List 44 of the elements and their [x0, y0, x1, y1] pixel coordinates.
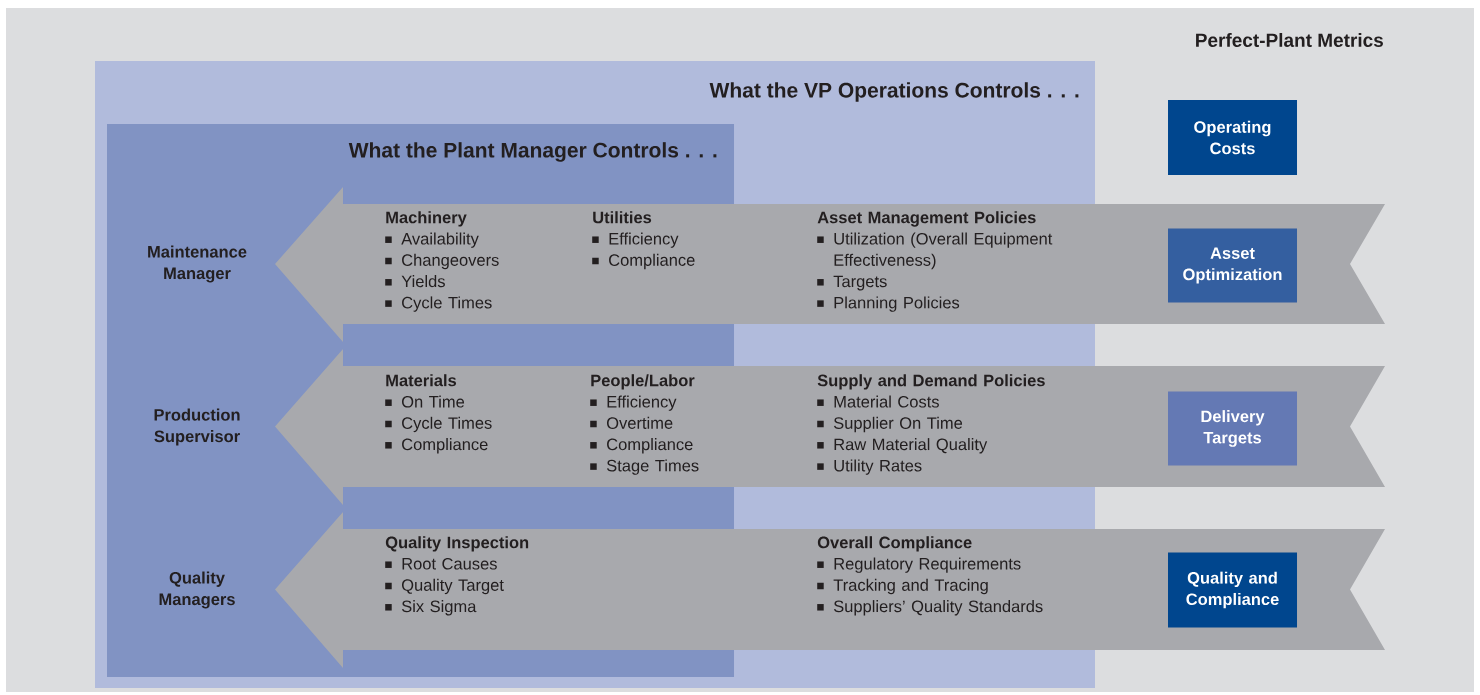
list-item: Material Costs [817, 395, 939, 408]
list-item: Utilization (Overall Equipment Effectiveness) [817, 232, 1053, 270]
list-item: Raw Material Quality [817, 438, 988, 454]
list-item: Supplier On Time [817, 416, 963, 433]
list-item: Overtime [590, 416, 673, 429]
list-item: Compliance [590, 438, 693, 454]
list-item: Planning Policies [817, 296, 960, 312]
list-item: Regulatory Requirements [817, 557, 1021, 573]
list-heading: Asset Management Policies [817, 211, 1036, 227]
list-item: Utility Rates [817, 459, 922, 475]
list-heading: Overall Compliance [817, 536, 972, 552]
list-item: Cycle Times [385, 416, 492, 433]
list-item: Efficiency [592, 232, 679, 248]
list-item: Cycle Times [385, 296, 492, 312]
role-label: Quality Managers [159, 571, 235, 609]
list-heading: Supply and Demand Policies [817, 374, 1045, 390]
list-item: Availability [385, 232, 479, 248]
list-item: Changeovers [385, 253, 499, 270]
metric-box: Delivery Targets [1168, 391, 1297, 466]
list-item: Yields [385, 275, 445, 288]
list-item: Efficiency [590, 395, 677, 411]
list-item: On Time [385, 395, 465, 408]
list-item: Compliance [385, 438, 488, 454]
list-item: Quality Target [385, 578, 504, 595]
metric-box: Operating Costs [1168, 100, 1297, 175]
title: Perfect-Plant Metrics [1196, 33, 1383, 47]
list-item: Suppliers’ Quality Standards [817, 600, 1043, 616]
metric-box: Asset Optimization [1168, 228, 1297, 303]
list-item: Six Sigma [385, 600, 477, 616]
list-heading: Materials [386, 374, 457, 387]
list-heading: Utilities [593, 211, 652, 224]
list-heading: Quality Inspection [385, 536, 529, 552]
list-item: Stage Times [590, 459, 699, 475]
role-label: Production Supervisor [154, 408, 240, 446]
panel-heading: What the VP Operations Controls . . . [709, 82, 1079, 102]
list-item: Tracking and Tracing [817, 578, 988, 595]
list-heading: People/Labor [591, 374, 695, 390]
role-label: Maintenance Manager [148, 245, 247, 283]
list-item: Compliance [592, 253, 695, 270]
list-heading: Machinery [386, 211, 467, 227]
panel-heading: What the Plant Manager Controls . . . [348, 142, 717, 162]
list-item: Targets [817, 275, 887, 291]
metric-box: Quality and Compliance [1168, 552, 1297, 628]
list-item: Root Causes [385, 557, 497, 570]
